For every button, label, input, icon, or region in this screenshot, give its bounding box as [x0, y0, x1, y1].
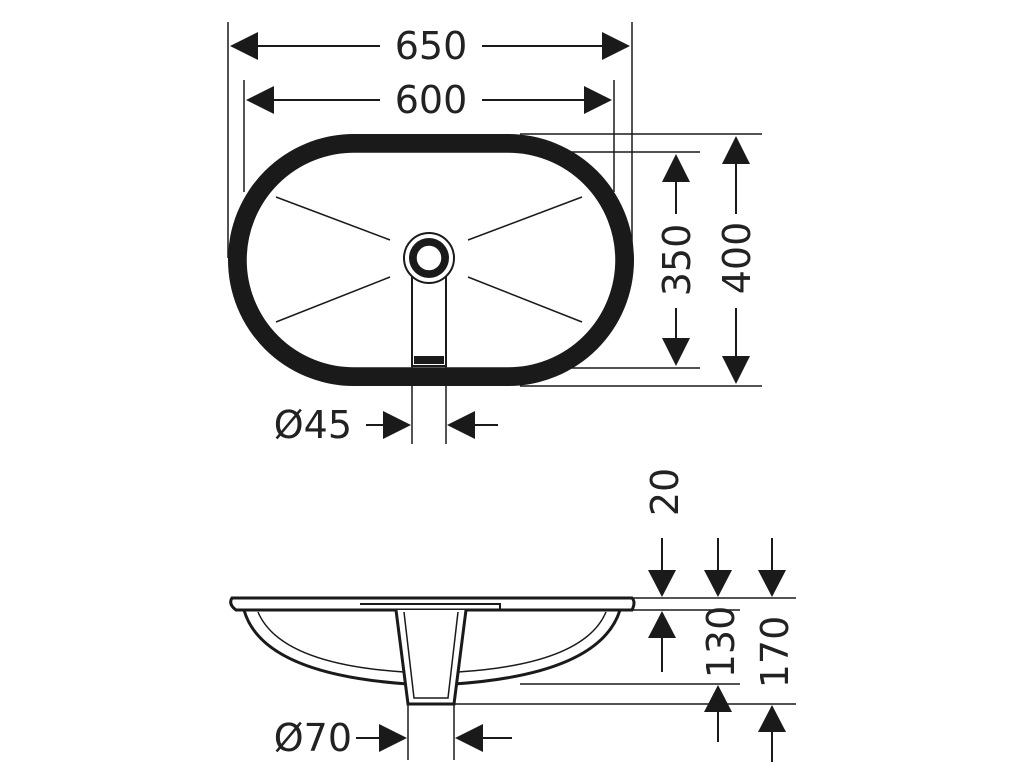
dim-label-400: 400	[715, 222, 759, 295]
dim-label-130: 130	[699, 606, 743, 679]
dimension-drain-70: Ø70	[274, 716, 512, 760]
dimension-20: 20	[643, 468, 687, 672]
dim-label-600: 600	[395, 78, 468, 122]
basin-bowl-inner-profile	[257, 611, 607, 673]
slope-line-bottom-left	[275, 276, 391, 323]
dimension-600: 600	[246, 78, 612, 122]
overflow-slot	[414, 356, 444, 364]
slope-line-top-left	[275, 196, 391, 241]
plan-view: 650 600 350 400	[227, 22, 762, 447]
dimension-350: 350	[655, 154, 699, 366]
drain-outlet-inner	[403, 611, 459, 699]
dim-label-20: 20	[643, 468, 687, 516]
dim-label-650: 650	[395, 24, 468, 68]
overflow-channel	[411, 272, 447, 367]
drain-inner-ring	[415, 244, 443, 272]
side-view: 20 130 170 Ø70	[229, 468, 797, 762]
dim-label-drain-70: Ø70	[274, 716, 352, 760]
dimension-400: 400	[715, 136, 759, 384]
slope-line-bottom-right	[467, 276, 583, 323]
dimension-130: 130	[699, 538, 743, 742]
overflow-box-profile	[360, 603, 501, 610]
dim-label-350: 350	[655, 224, 699, 297]
dimension-drain-45: Ø45	[274, 403, 498, 447]
dim-label-drain-45: Ø45	[274, 403, 352, 447]
dimension-650: 650	[230, 24, 630, 68]
dimension-170: 170	[753, 538, 797, 762]
slope-line-top-right	[467, 196, 583, 241]
dim-label-170: 170	[753, 616, 797, 689]
drain-outlet-profile	[394, 609, 468, 706]
basin-bowl-profile	[242, 609, 622, 686]
